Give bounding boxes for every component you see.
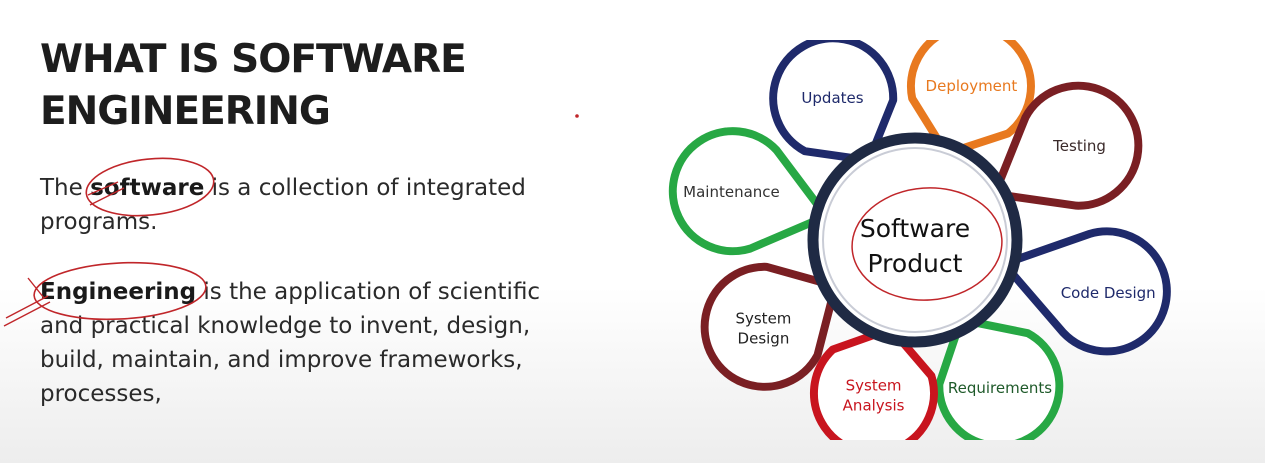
petal-label-system-design: Design (738, 330, 790, 348)
petal-outline-updates (769, 40, 898, 165)
definition-text: is the application of scientific and pra… (40, 279, 541, 407)
petal-label-system-design: System (735, 310, 791, 328)
petal-outline-code-design (999, 227, 1171, 356)
petal-outline-system-analysis (809, 324, 938, 440)
term-engineering: Engineering (40, 279, 197, 305)
title-line-2: ENGINEERING (40, 89, 331, 134)
petal-label-code-design: Code Design (1061, 284, 1156, 302)
term-software: software (90, 175, 205, 201)
petal-outline-requirements (935, 315, 1064, 440)
petal-testing: Testing (990, 81, 1143, 210)
petal-label-maintenance: Maintenance (683, 183, 780, 201)
definition-lead: The (40, 175, 91, 201)
center-label-line-1: Software (860, 214, 970, 243)
center-inner-ring (822, 147, 1008, 333)
center-label-line-2: Product (868, 249, 963, 278)
petal-outline-maintenance (668, 127, 831, 256)
petal-outline-deployment (906, 40, 1035, 158)
engineering-definition: Engineering is the application of scient… (40, 275, 580, 411)
petal-label-deployment: Deployment (926, 77, 1018, 95)
slide-title: WHAT IS SOFTWARE ENGINEERING (40, 34, 600, 138)
petal-code-design: Code Design (999, 227, 1171, 356)
petal-label-requirements: Requirements (948, 379, 1052, 397)
petal-label-system-analysis: Analysis (843, 397, 905, 415)
petal-label-updates: Updates (801, 89, 863, 107)
petal-maintenance: Maintenance (668, 127, 831, 256)
petal-outline-testing (990, 81, 1143, 210)
petal-label-system-analysis: System (846, 377, 902, 395)
petal-requirements: Requirements (935, 315, 1064, 440)
petal-deployment: Deployment (906, 40, 1035, 158)
software-definition: The software is a collection of integrat… (40, 171, 580, 239)
petal-outline-system-design (700, 262, 840, 391)
center-node: Software Product (807, 132, 1023, 348)
petal-updates: Updates (769, 40, 898, 165)
title-line-1: WHAT IS SOFTWARE (40, 37, 467, 82)
petal-label-testing: Testing (1052, 137, 1106, 155)
